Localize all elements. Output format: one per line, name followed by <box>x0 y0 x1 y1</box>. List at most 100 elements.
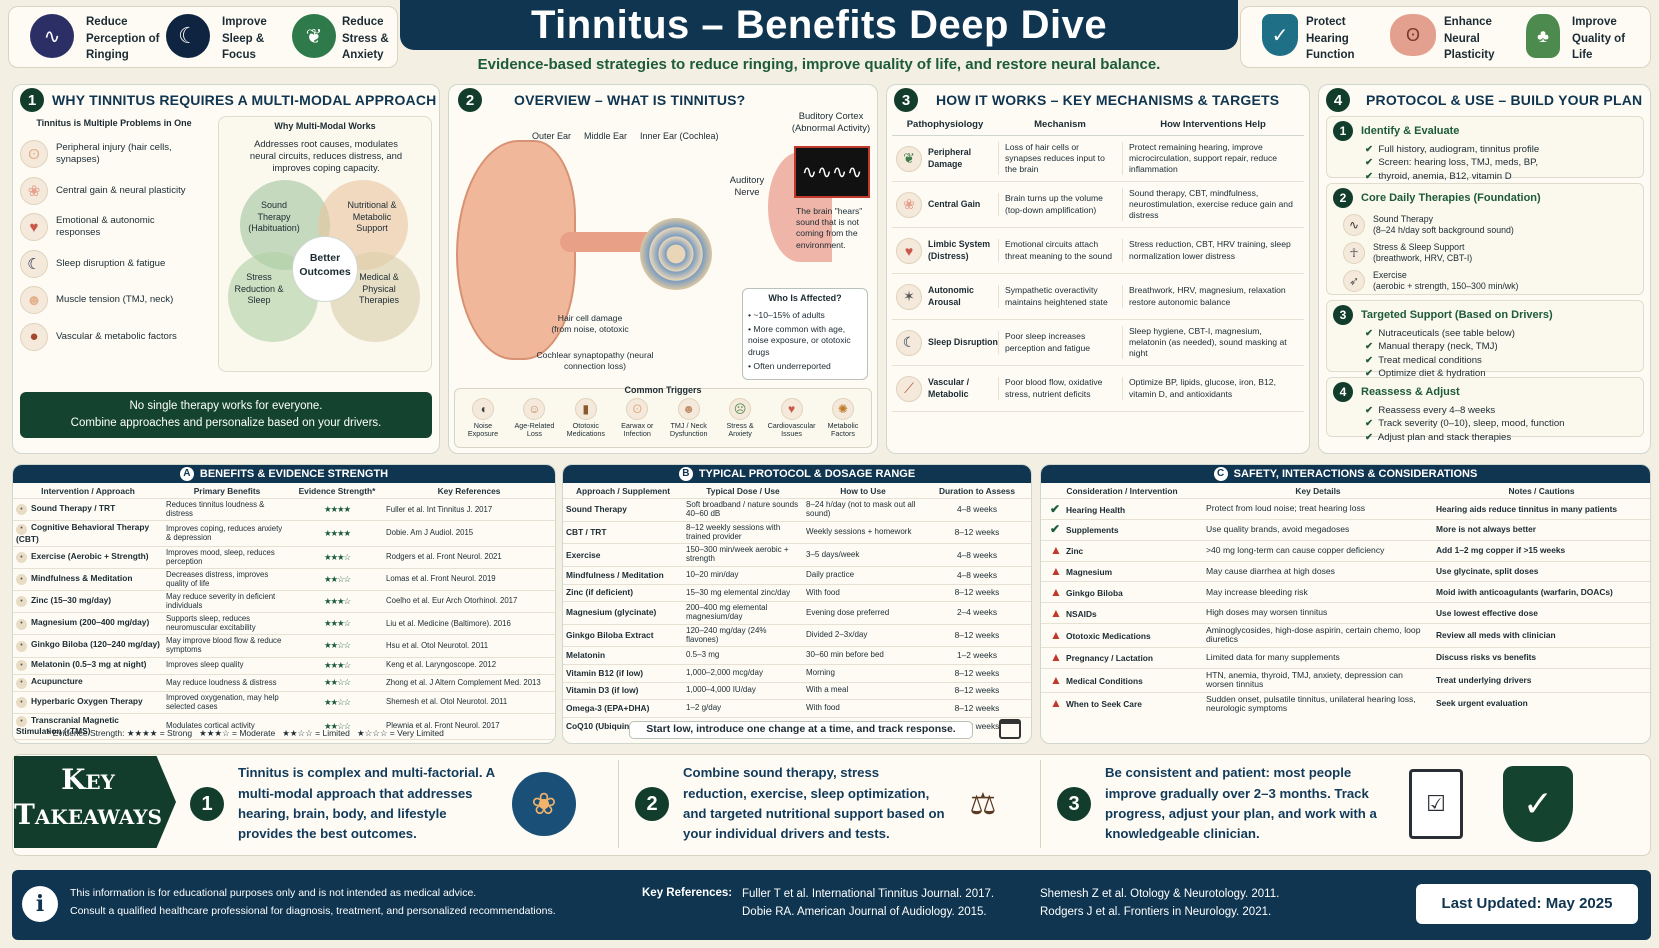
benefits-table: Intervention / Approach Primary Benefits… <box>13 485 555 744</box>
venn-label-sound: Sound Therapy (Habituation) <box>248 200 300 234</box>
safety-details: HTN, anemia, thyroid, TMJ, anxiety, depr… <box>1206 669 1403 690</box>
safety-notes: Seek urgent evaluation <box>1436 698 1528 709</box>
c-col-2: Key Details <box>1295 486 1341 496</box>
mech-help: Sound therapy, CBT, mindfulness, neurost… <box>1122 187 1304 222</box>
shield-check-icon: ✓ <box>1262 14 1298 56</box>
intervention-icon: • <box>16 697 27 709</box>
c-col-3: Notes / Cautions <box>1508 486 1575 496</box>
b-col-4: Duration to Assess <box>938 486 1015 496</box>
safety-consideration: ✔Supplements <box>1050 522 1119 537</box>
heart-icon: ♥ <box>20 213 48 242</box>
warning-icon: ▲ <box>1050 605 1062 620</box>
label-hair-cell: Hair cell damage (from noise, ototoxic <box>551 313 629 335</box>
dosage-approach: Zinc (if deficient) <box>566 587 633 598</box>
dosage-approach: Magnesium (glycinate) <box>566 607 657 618</box>
trigger-label: Age-Related Loss <box>514 421 555 439</box>
safety-notes: Use glycinate, split doses <box>1436 565 1539 576</box>
check-icon: ✔ <box>1365 157 1374 169</box>
warning-icon: ▲ <box>1050 650 1062 665</box>
benefit-reference: Zhong et al. J Altern Complement Med. 20… <box>386 677 541 687</box>
safety-row: ✔Hearing Health Protect from loud noise;… <box>1041 498 1650 520</box>
benefit-row: •Vagus Nerve Stimulation (tVNS) Neuromod… <box>13 739 555 744</box>
step-check-item: ✔ Adjust plan and stack therapies <box>1333 432 1637 444</box>
evidence-stars: ★★☆☆ <box>291 674 383 691</box>
dosage-duration: 8–12 weeks <box>954 527 1000 537</box>
star-rating: ★★☆☆ <box>324 742 351 744</box>
footer <box>12 870 1651 940</box>
c-col-1: Consideration / Intervention <box>1066 486 1178 496</box>
problem-text: Vascular & metabolic factors <box>56 330 177 342</box>
safety-details: High doses may worsen tinnitus <box>1206 607 1328 618</box>
benefit-reference: Rodgers et al. Front Neurol. 2021 <box>386 552 502 562</box>
dosage-approach: Exercise <box>566 549 601 560</box>
step-check-item: ✔ Screen: hearing loss, TMJ, meds, BP, <box>1333 157 1637 169</box>
dosage-row: Sound Therapy Soft broadband / nature so… <box>563 498 1031 522</box>
dosage-how: Evening dose preferred <box>806 607 890 617</box>
dosage-dose: 8–12 weekly sessions with trained provid… <box>686 522 781 541</box>
warning-icon: ▲ <box>1050 563 1062 578</box>
calendar-icon <box>999 719 1021 739</box>
why-title: Why Multi-Modal Works <box>274 121 376 131</box>
intervention-icon: • <box>16 523 27 535</box>
dosage-how: With food <box>806 703 840 713</box>
safety-consideration: ▲Zinc <box>1050 543 1084 558</box>
ear-icon: ʘ <box>626 398 649 420</box>
step-item-text: Nutraceuticals (see table below) <box>1378 328 1515 339</box>
dosage-approach: Sound Therapy <box>566 504 627 515</box>
table-a-header: ABenefits & Evidence Strength <box>13 465 555 483</box>
evidence-stars: ★★☆☆ <box>291 569 383 591</box>
evidence-stars: ★★★☆ <box>291 613 383 635</box>
safety-row: ▲Magnesium May cause diarrhea at high do… <box>1041 561 1650 582</box>
mech-path: Autonomic Arousal <box>928 285 974 307</box>
star-rating: ★★☆☆ <box>323 677 351 688</box>
dosage-row: Omega-3 (EPA+DHA) 1–2 g/day With food 8–… <box>563 699 1031 718</box>
brain-icon: ❀ <box>20 176 48 205</box>
trigger-item: ♥Cardiovascular Issues <box>767 398 817 439</box>
mech-header-path: Pathophysiology <box>906 119 984 130</box>
dosage-dose: 10–20 min/day <box>686 569 739 579</box>
brain-icon: ❀ <box>512 772 576 836</box>
dosage-how: Daily practice <box>806 569 855 579</box>
benefit-row: •Magnesium (200–400 mg/day) Supports sle… <box>13 612 555 635</box>
ref-4: Rodgers J et al. Frontiers in Neurology.… <box>1040 906 1272 918</box>
mech-mechanism: Loss of hair cells or synapses reduces i… <box>998 141 1122 176</box>
benefit-row: •Acupuncture May reduce loudness & distr… <box>13 674 555 691</box>
star-rating: ★★☆☆ <box>323 720 351 731</box>
benefit-3-label: Reduce Stress & Anxiety <box>342 16 389 62</box>
evidence-stars: ★★☆☆ <box>291 635 383 657</box>
mechanisms-header: Pathophysiology Mechanism How Interventi… <box>892 114 1304 136</box>
benefit-intervention: •Zinc (15–30 mg/day) <box>13 591 163 613</box>
intervention-icon: • <box>16 677 27 689</box>
venn-label-medical: Medical & Physical Therapies <box>358 272 400 306</box>
title-banner <box>400 0 1238 50</box>
trigger-label: Noise Exposure <box>467 421 499 439</box>
dosage-duration: 4–8 weeks <box>956 504 998 515</box>
heart-icon: ♥ <box>780 398 803 420</box>
star-rating: ★★☆☆ <box>323 640 351 651</box>
who-item: • Often underreported <box>748 360 831 371</box>
star-rating: ★★★☆ <box>323 618 351 629</box>
benefit-intervention: •Exercise (Aerobic + Strength) <box>13 546 163 568</box>
star-rating: ★★☆☆ <box>323 574 351 584</box>
benefit-6: ♣ <box>1526 14 1560 58</box>
benefit-row: •Exercise (Aerobic + Strength) Improves … <box>13 546 555 568</box>
benefit-intervention: •Transcranial Magnetic Stimulation (rTMS… <box>16 715 119 737</box>
moon-icon: ☾ <box>20 249 48 278</box>
dosage-dose: 15–30 mg elemental zinc/day <box>686 587 791 597</box>
run-icon: ➶ <box>1343 270 1365 292</box>
dosage-how: 3–5 days/week <box>806 549 860 559</box>
label-nerve: Auditory Nerve <box>729 174 765 198</box>
problem-item: ❀ Central gain & neural plasticity <box>20 173 210 210</box>
dosage-dose: 0.5–3 mg <box>686 650 720 660</box>
benefit-reference: Dobie. Am J Audiol. 2015 <box>386 528 474 538</box>
benefit-primary: Decreases distress, improves quality of … <box>166 570 269 588</box>
safety-row: ▲Ginkgo Biloba May increase bleeding ris… <box>1041 581 1650 603</box>
takeaway-text: Be consistent and patient: most people i… <box>1105 765 1377 842</box>
section-1-header: 1 <box>20 88 44 112</box>
intervention-icon: • <box>16 742 27 743</box>
check-icon: ✔ <box>1365 431 1374 443</box>
problem-text: Central gain & neural plasticity <box>56 184 186 196</box>
dosage-note-text: Start low, introduce one change at a tim… <box>646 723 956 736</box>
trigger-label: Earwax or Infection <box>621 421 654 439</box>
